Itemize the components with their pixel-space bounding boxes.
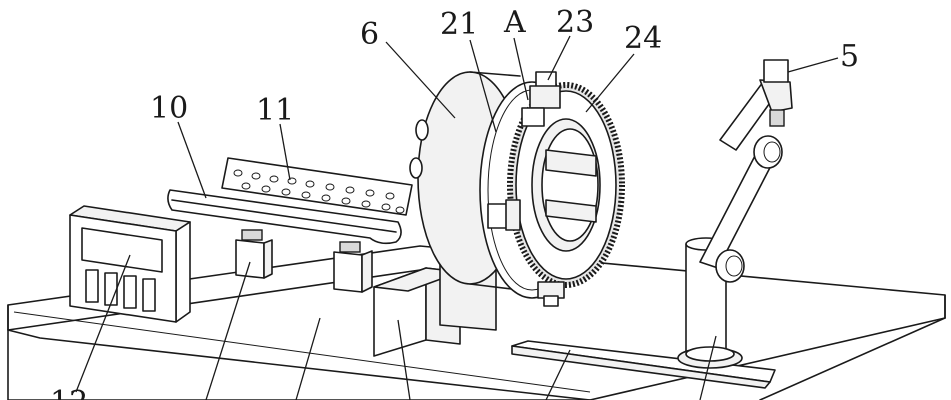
robot-arm — [677, 59, 793, 369]
callout-11: 11 — [256, 93, 294, 128]
support-block-left — [235, 229, 273, 279]
clamp-top — [521, 71, 561, 127]
feed-trough — [167, 157, 413, 245]
perforation-holes — [233, 169, 405, 214]
callout-5: 5 — [840, 39, 859, 74]
clamp-left — [487, 199, 521, 231]
callout-23: 23 — [556, 5, 594, 40]
callout-21: 21 — [440, 7, 478, 42]
leader-lines — [75, 35, 839, 400]
callout-12: 12 — [50, 385, 88, 400]
callout-labels: 6 21 A 23 24 5 10 11 12 — [50, 5, 859, 400]
support-block-right — [333, 241, 373, 293]
callout-A: A — [503, 5, 526, 40]
callout-10: 10 — [150, 91, 188, 126]
callout-24: 24 — [624, 21, 662, 56]
clamp-bottom — [537, 281, 565, 307]
control-box — [69, 205, 191, 323]
callout-6: 6 — [360, 17, 379, 52]
gear-ring — [507, 82, 625, 288]
